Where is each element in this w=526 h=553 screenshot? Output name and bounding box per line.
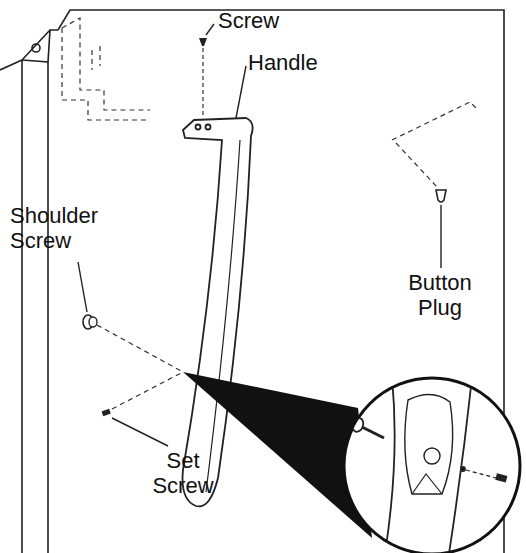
top-screw [199, 24, 214, 118]
screws [78, 262, 183, 446]
part-label: Screw [218, 8, 279, 33]
detail-magnifier [183, 372, 520, 553]
part-label: Button Plug [390, 270, 490, 320]
part-label: Shoulder Screw [10, 203, 110, 253]
hidden-bracket [62, 18, 150, 120]
part-label: Set Screw [138, 448, 228, 498]
button-plug [392, 102, 478, 268]
handle-drawing [183, 66, 253, 506]
part-label: Handle [248, 50, 318, 75]
